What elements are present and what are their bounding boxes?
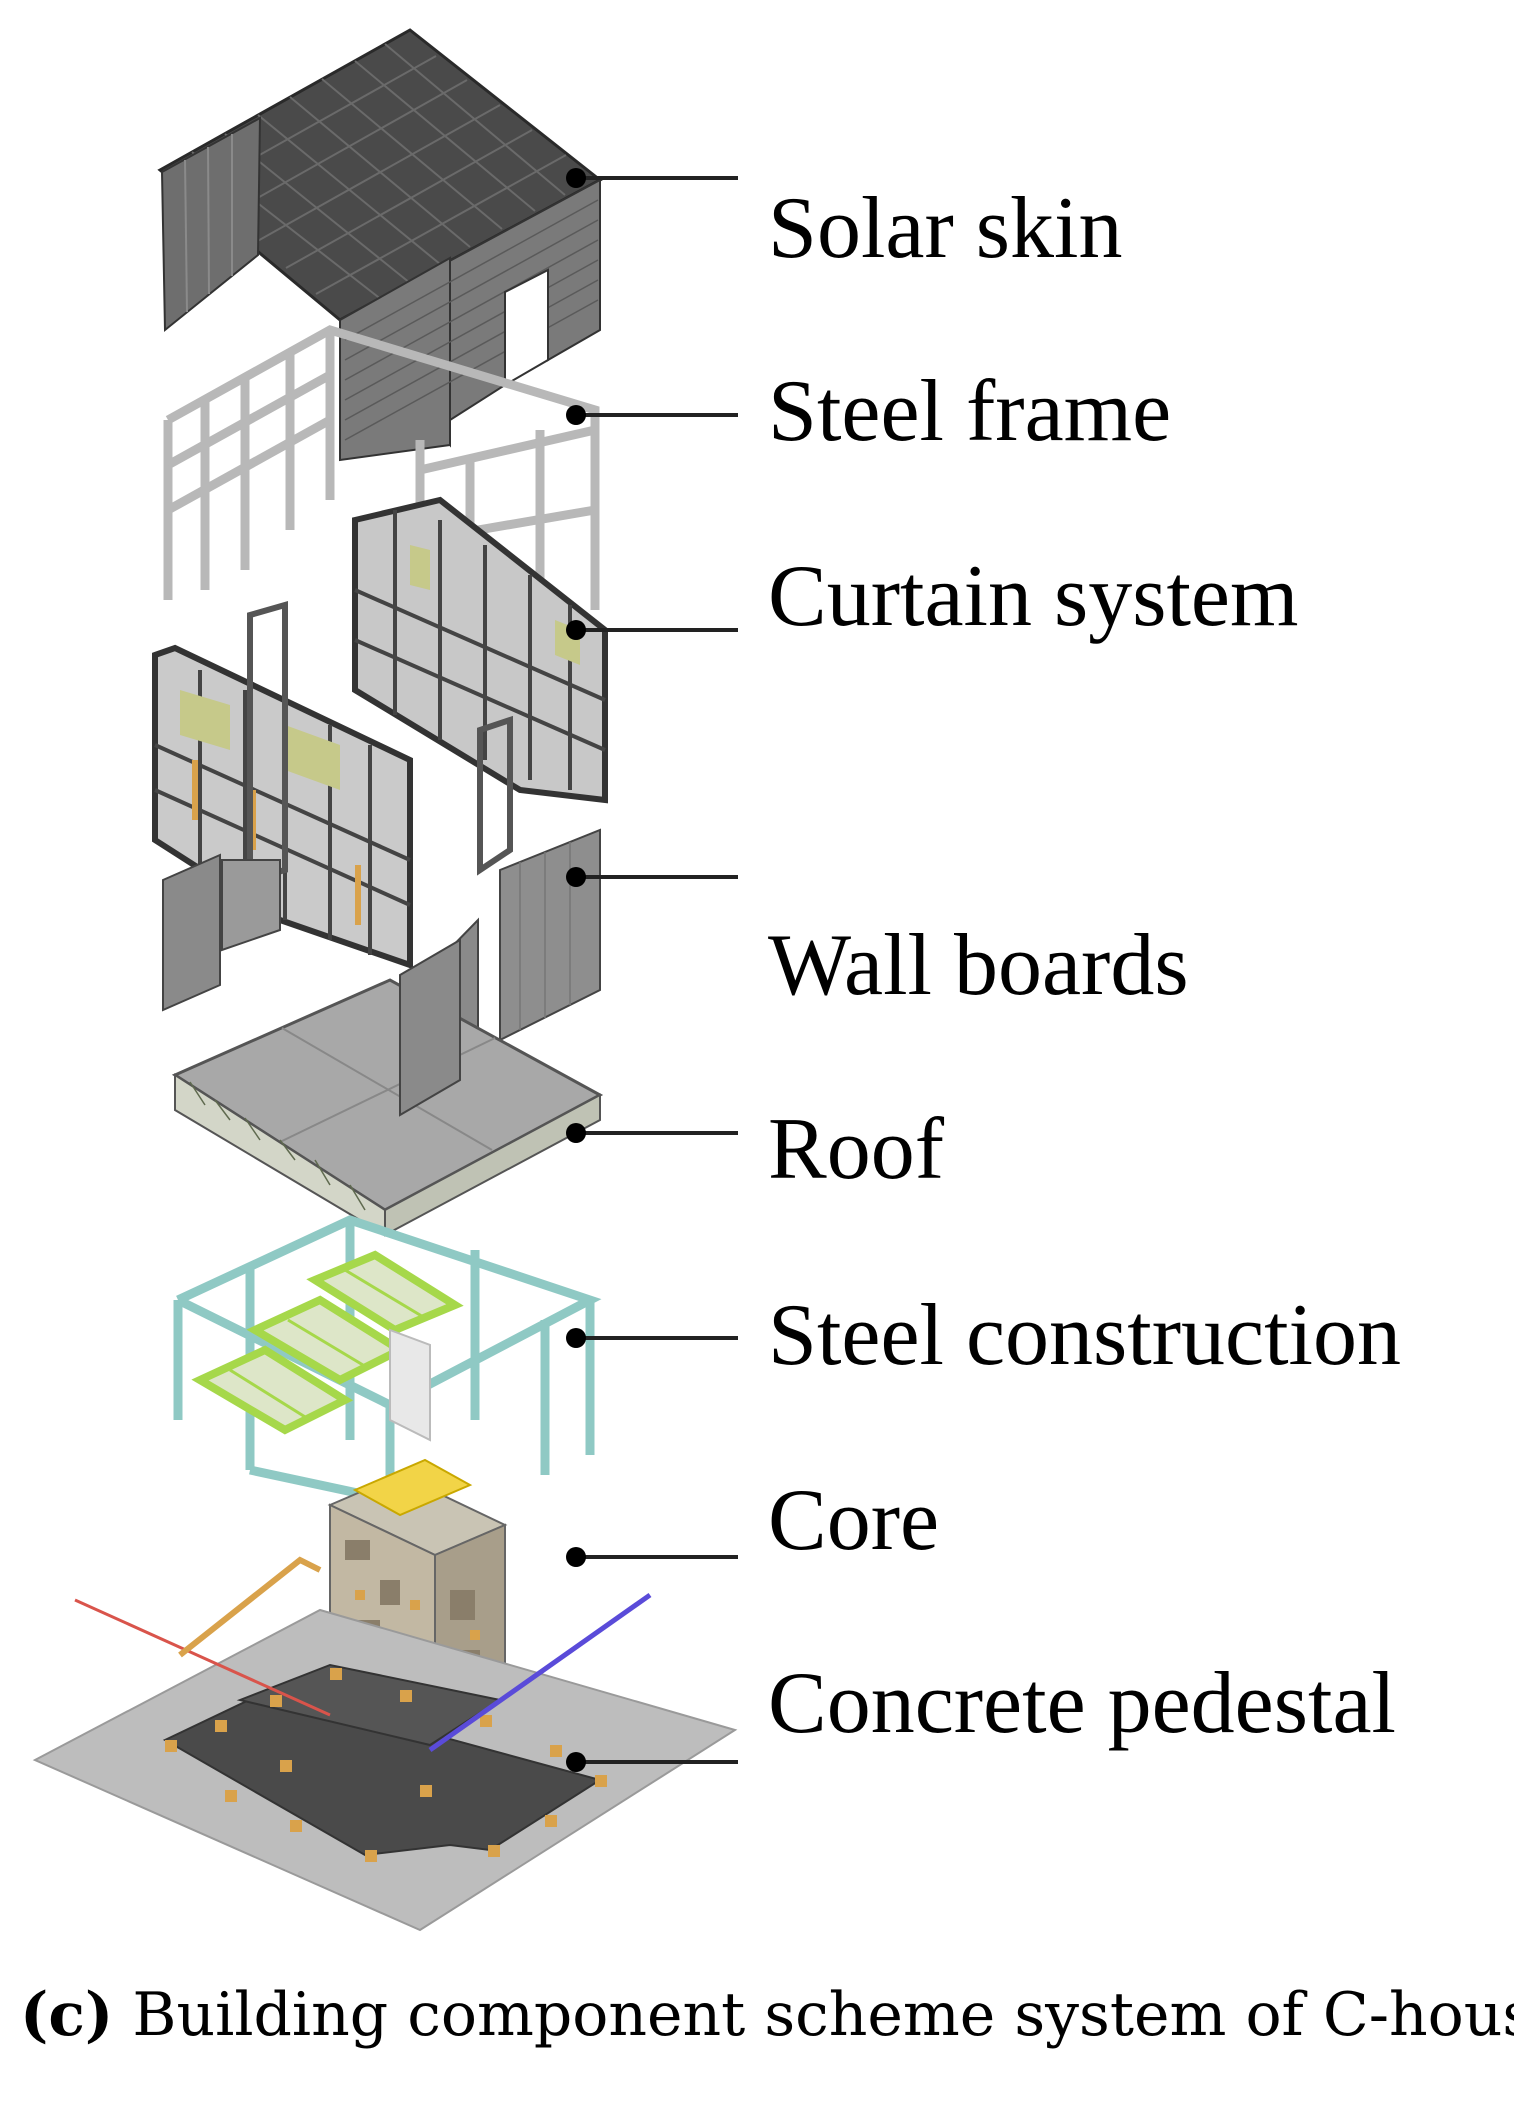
exploded-building-diagram bbox=[32, 28, 738, 1932]
leader-steel-construction bbox=[566, 1328, 738, 1348]
steel-construction-layer bbox=[173, 1215, 602, 1505]
leader-core bbox=[566, 1547, 738, 1567]
leader-solar-skin bbox=[566, 168, 738, 188]
leader-lines bbox=[566, 168, 738, 1772]
figure-caption: (c) Building component scheme system of … bbox=[20, 1985, 1514, 2045]
label-curtain-system: Curtain system bbox=[768, 548, 1299, 645]
label-steel-construction: Steel construction bbox=[768, 1287, 1401, 1384]
curtain-system-layer bbox=[152, 496, 608, 970]
leader-wall-boards bbox=[566, 867, 738, 887]
caption-tag: (c) bbox=[20, 1980, 114, 2050]
leader-curtain-system bbox=[566, 620, 738, 640]
label-solar-skin: Solar skin bbox=[768, 180, 1123, 277]
concrete-pedestal-layer bbox=[32, 1556, 738, 1932]
label-wall-boards: Wall boards bbox=[768, 917, 1189, 1014]
label-roof: Roof bbox=[768, 1101, 944, 1198]
leader-steel-frame bbox=[566, 405, 738, 425]
label-concrete-pedestal: Concrete pedestal bbox=[768, 1655, 1396, 1752]
label-steel-frame: Steel frame bbox=[768, 363, 1172, 460]
caption-text: Building component scheme system of C-ho… bbox=[132, 1980, 1514, 2050]
leader-concrete-pedestal bbox=[566, 1752, 738, 1772]
roof-layer bbox=[171, 938, 604, 1237]
solar-skin-layer bbox=[157, 28, 603, 462]
leader-roof bbox=[566, 1123, 738, 1143]
label-core: Core bbox=[768, 1472, 940, 1569]
